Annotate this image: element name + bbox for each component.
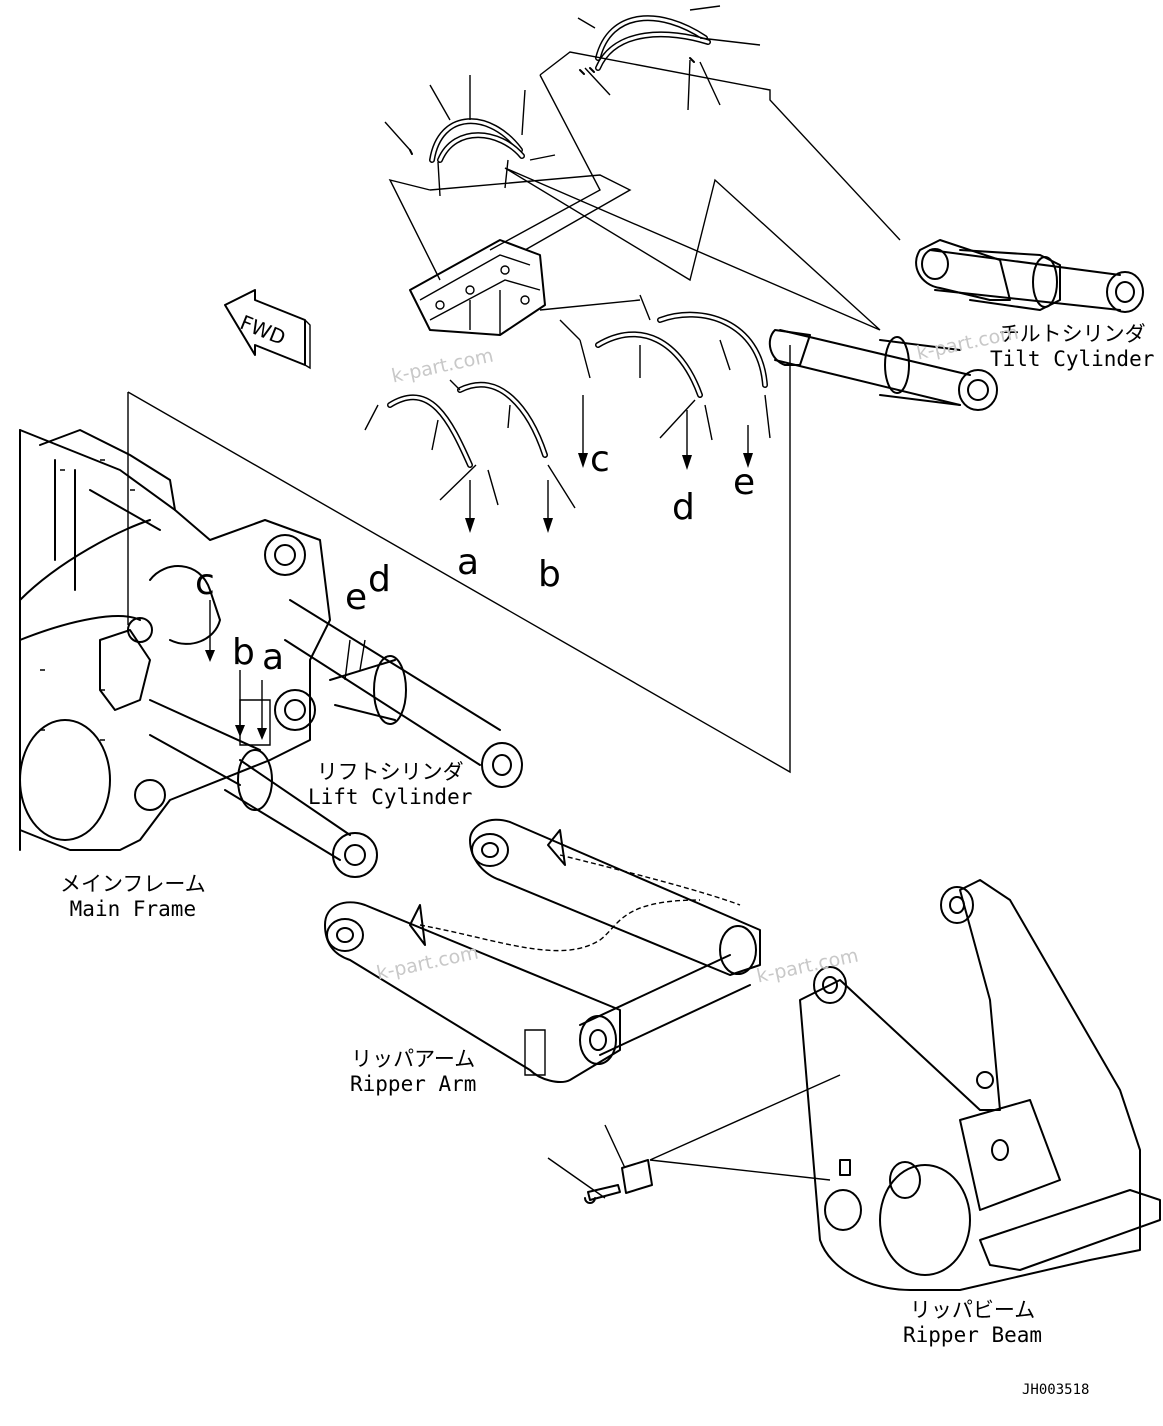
ripper-beam-label: リッパビーム Ripper Beam [903, 1298, 1042, 1348]
ripper-beam-drawing [799, 879, 1161, 1291]
callout-cylinder-d: d [368, 559, 391, 600]
ripper-beam-label-jp: リッパビーム [909, 1298, 1036, 1322]
lift-cylinder-label-en: Lift Cylinder [308, 785, 473, 810]
tilt-cylinder-label-jp: チルトシリンダ [998, 322, 1146, 346]
callout-arrows [465, 395, 753, 533]
ripper-arm-label-en: Ripper Arm [350, 1072, 477, 1097]
callout-hose-e: e [733, 462, 756, 503]
ripper-arm-label: リッパアーム Ripper Arm [350, 1047, 476, 1097]
main-frame-label-en: Main Frame [69, 897, 197, 922]
tilt-cylinder-label-en: Tilt Cylinder [990, 347, 1155, 372]
callout-frame-b: b [232, 632, 255, 673]
callout-cylinder-e: e [345, 577, 368, 618]
callout-hose-d: d [672, 487, 695, 528]
main-frame-label: メインフレーム Main Frame [60, 872, 206, 922]
lift-cylinder-drawing [149, 599, 523, 878]
figure-number: JH003518 [1022, 1382, 1090, 1398]
tilt-cylinder-drawing [768, 239, 1144, 411]
pin-and-plate-drawing [547, 1074, 841, 1204]
tilt-cylinder-label: チルトシリンダ Tilt Cylinder [990, 322, 1154, 372]
valve-block [409, 239, 546, 336]
main-frame-label-jp: メインフレーム [60, 872, 206, 896]
ripper-arm-label-jp: リッパアーム [351, 1047, 476, 1071]
tilt-cylinder-hoses-upper [384, 5, 761, 197]
callout-hose-b: b [538, 554, 561, 595]
callout-hose-c: c [590, 439, 610, 480]
callout-frame-c: c [195, 562, 215, 603]
lift-cylinder-label-jp: リフトシリンダ [316, 760, 464, 784]
frame-callout-leaders [205, 600, 366, 740]
callout-frame-a: a [262, 637, 285, 678]
lift-cylinder-label: リフトシリンダ Lift Cylinder [308, 760, 472, 810]
fwd-arrow-icon [224, 289, 311, 370]
ripper-beam-label-en: Ripper Beam [903, 1323, 1043, 1348]
valve-hoses-lower [364, 294, 771, 509]
routing-lines [127, 51, 901, 774]
callout-hose-a: a [457, 542, 480, 583]
ripper-arm-drawing [324, 818, 761, 1083]
main-frame-drawing [19, 429, 331, 851]
